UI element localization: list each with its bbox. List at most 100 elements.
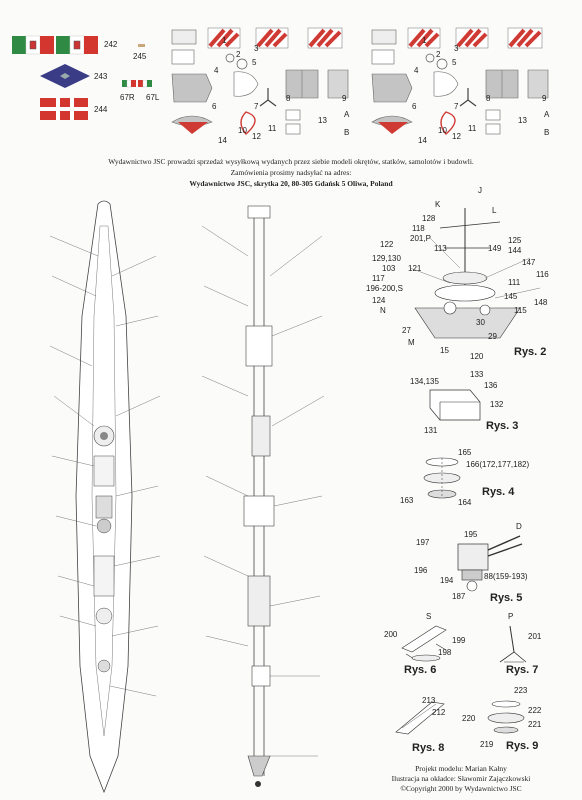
sheet-label-9: 9 [342, 94, 347, 103]
sheet-label-6: 6 [212, 102, 217, 111]
rys2-label-144: 144 [508, 246, 522, 255]
rys2-label-147: 147 [522, 258, 536, 267]
sheet-label-9: 9 [542, 94, 547, 103]
rys7-label-P: P [508, 612, 514, 621]
sheet-label-8: 8 [286, 94, 291, 103]
sheet-label-3: 3 [454, 44, 459, 53]
rys2-label-117: 117 [372, 274, 385, 283]
rys2-label-149: 149 [488, 244, 502, 253]
parts-sheet-left [171, 27, 349, 136]
rys8-caption: Rys. 8 [412, 742, 445, 754]
sheet-label-12: 12 [452, 132, 461, 141]
rys8-drawing [395, 701, 445, 735]
sheet-label-6: 6 [412, 102, 417, 111]
rys2-label-113: 113 [434, 244, 447, 253]
rys6-label-200: 200 [384, 630, 398, 639]
sheet-label-5: 5 [252, 58, 257, 67]
rys4-label-164: 164 [458, 498, 472, 507]
rys4-label-163: 163 [400, 496, 414, 505]
decal-245-label: 245 [133, 52, 147, 61]
ship-plan-view [49, 200, 161, 794]
sheet-label-4: 4 [414, 66, 419, 75]
sheet-label-2: 2 [436, 50, 441, 59]
rys7-label-201: 201 [528, 632, 542, 641]
rys2-label-116: 116 [536, 270, 549, 279]
flag-244-label: 244 [94, 105, 108, 114]
rys2-label-124: 124 [372, 296, 386, 305]
credits-copyright: ©Copyright 2000 by Wydawnictwo JSC [400, 784, 522, 793]
credits-cover: Ilustracja na okładce: Sławomir Zajączko… [391, 774, 531, 783]
rys3-caption: Rys. 3 [486, 420, 519, 432]
sheet-label-1: 1 [422, 36, 427, 45]
ship-side-view [201, 205, 325, 787]
rys9-label-220: 220 [462, 714, 476, 723]
sheet-label-7: 7 [254, 102, 259, 111]
rys3-label-131: 131 [424, 426, 438, 435]
sheet-label-13: 13 [518, 116, 527, 125]
sheet-label-14: 14 [418, 136, 427, 145]
sheet-label-B: B [344, 128, 350, 137]
sheet-label-7: 7 [454, 102, 459, 111]
rys3-label-136: 136 [484, 381, 498, 390]
rys8-label-212: 212 [432, 708, 446, 717]
rys3-label-132: 132 [490, 400, 504, 409]
sheet-label-A: A [544, 110, 550, 119]
credits: Projekt modelu: Marian Kałny Ilustracja … [346, 764, 576, 794]
rys8-label-213: 213 [422, 696, 436, 705]
decal-67R-label: 67R [120, 93, 135, 102]
rys2-label-J: J [478, 186, 482, 195]
rys7-caption: Rys. 7 [506, 664, 539, 676]
publisher-line-1: Wydawnictwo JSC prowadzi sprzedaż wysyłk… [108, 157, 474, 166]
sheet-label-11: 11 [468, 124, 477, 133]
rys2-label-L: L [492, 206, 497, 215]
sheet-label-3: 3 [254, 44, 259, 53]
rys2-label-129-130: 129,130 [372, 254, 401, 263]
rys2-label-145: 145 [504, 292, 518, 301]
rys3-label-134-135: 134,135 [410, 377, 439, 386]
rys2-label-196-200S: 196-200,S [366, 284, 403, 293]
rys5-label-197: 197 [416, 538, 430, 547]
rys5-label-88: 88(159-193) [484, 572, 528, 581]
sheet-label-10: 10 [438, 126, 447, 135]
decal-245 [138, 44, 145, 47]
rys5-label-196: 196 [414, 566, 428, 575]
rys5-label-D: D [516, 522, 522, 531]
rys2-label-201P: 201,P [410, 234, 431, 243]
rys9-label-219: 219 [480, 740, 494, 749]
sheet-label-1: 1 [222, 36, 227, 45]
flag-243-label: 243 [94, 72, 108, 81]
sheet-label-14: 14 [218, 136, 227, 145]
rys6-label-S: S [426, 612, 432, 621]
flag-242-label: 242 [104, 40, 118, 49]
rys6-caption: Rys. 6 [404, 664, 437, 676]
rys2-label-121: 121 [408, 264, 422, 273]
small-tricolour-decals [122, 80, 152, 88]
rys9-label-222: 222 [528, 706, 542, 715]
rys9-caption: Rys. 9 [506, 740, 539, 752]
rys2-label-15: 15 [440, 346, 449, 355]
rys2-drawing [409, 208, 541, 339]
rys5-label-187: 187 [452, 592, 466, 601]
rys2-label-125: 125 [508, 236, 522, 245]
rys5-label-195: 195 [464, 530, 478, 539]
rys5-drawing [457, 535, 523, 592]
rys4-label-166: 166(172,177,182) [466, 460, 530, 469]
parts-sheet-right [371, 27, 549, 136]
sheet-label-8: 8 [486, 94, 491, 103]
sheet-label-12: 12 [252, 132, 261, 141]
rys9-label-221: 221 [528, 720, 542, 729]
rys5-caption: Rys. 5 [490, 592, 523, 604]
rys9-drawing [487, 700, 525, 734]
rys6-label-199: 199 [452, 636, 466, 645]
red-cross-flag [40, 98, 88, 120]
roundel-diamond [40, 64, 90, 88]
rys9-label-223: 223 [514, 686, 528, 695]
rys2-label-122: 122 [380, 240, 394, 249]
sheet-label-A: A [344, 110, 350, 119]
rys3-label-133: 133 [470, 370, 484, 379]
sheet-label-11: 11 [268, 124, 277, 133]
rys5-label-194: 194 [440, 576, 454, 585]
rys2-label-148: 148 [534, 298, 548, 307]
rys2-label-103: 103 [382, 264, 396, 273]
rys2-label-115: 115 [514, 306, 527, 315]
